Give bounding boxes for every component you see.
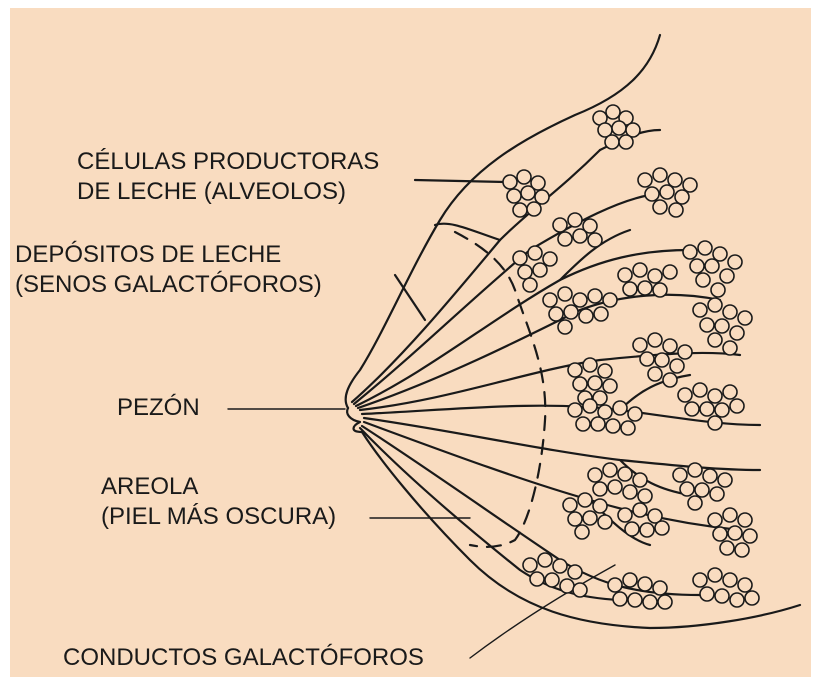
label-areola-line2: (PIEL MÁS OSCURA)	[101, 503, 337, 530]
breast-outline-lower	[360, 430, 802, 630]
duct-branch-a	[433, 222, 502, 242]
duct-3	[354, 248, 692, 408]
duct-7	[362, 416, 762, 472]
label-senos-line2: (SENOS GALACTÓFOROS)	[15, 271, 322, 298]
alveoli-cluster-15	[672, 462, 733, 511]
alveoli-cluster-9	[692, 297, 753, 356]
alveoli-cluster-21	[692, 567, 760, 608]
alveoli-cluster-5	[512, 245, 558, 293]
nipple-outline	[346, 406, 364, 434]
alveoli-cluster-11	[567, 357, 618, 406]
leader-conductos	[469, 564, 616, 659]
alveoli-cluster-20	[607, 572, 673, 610]
label-conductos: CONDUCTOS GALACTÓFOROS	[63, 643, 424, 673]
label-senos: DEPÓSITOS DE LECHE (SENOS GALACTÓFOROS)	[15, 240, 322, 300]
label-alveolos-line1: CÉLULAS PRODUCTORAS	[77, 148, 380, 175]
alveoli-cluster-2	[502, 169, 550, 218]
alveoli-cluster-17	[617, 502, 670, 538]
leader-senos	[393, 273, 427, 322]
label-pezon-line1: PEZÓN	[117, 394, 200, 421]
label-areola: AREOLA (PIEL MÁS OSCURA)	[101, 472, 336, 532]
alveoli-cluster-4	[552, 212, 603, 248]
alveoli-cluster-3	[637, 167, 698, 218]
label-senos-line1: DEPÓSITOS DE LECHE	[15, 241, 282, 268]
label-pezon: PEZÓN	[117, 393, 200, 423]
label-alveolos: CÉLULAS PRODUCTORAS DE LECHE (ALVEOLOS)	[77, 147, 379, 207]
alveoli-cluster-1	[592, 104, 641, 150]
breast-outline-upper	[344, 33, 662, 410]
alveoli-cluster-16	[562, 492, 613, 540]
alveoli-cluster-6	[682, 240, 743, 298]
alveoli-cluster-18	[707, 507, 758, 558]
label-alveolos-line2: DE LECHE (ALVEOLOS)	[77, 178, 346, 205]
alveoli-cluster-10	[632, 332, 693, 388]
label-areola-line1: AREOLA	[101, 473, 199, 500]
duct-1	[350, 148, 602, 404]
alveoli-cluster-12	[567, 398, 643, 436]
leader-alveolos	[413, 178, 507, 184]
alveoli-cluster-8	[617, 262, 678, 298]
alveoli-cluster-13	[677, 382, 745, 431]
areola-boundary	[453, 230, 547, 548]
alveoli-cluster-19	[522, 552, 588, 598]
alveoli-cluster-7	[542, 286, 618, 335]
label-conductos-line1: CONDUCTOS GALACTÓFOROS	[63, 644, 424, 671]
duct-branch-c	[558, 228, 632, 282]
alveoli-cluster-14	[587, 462, 653, 504]
